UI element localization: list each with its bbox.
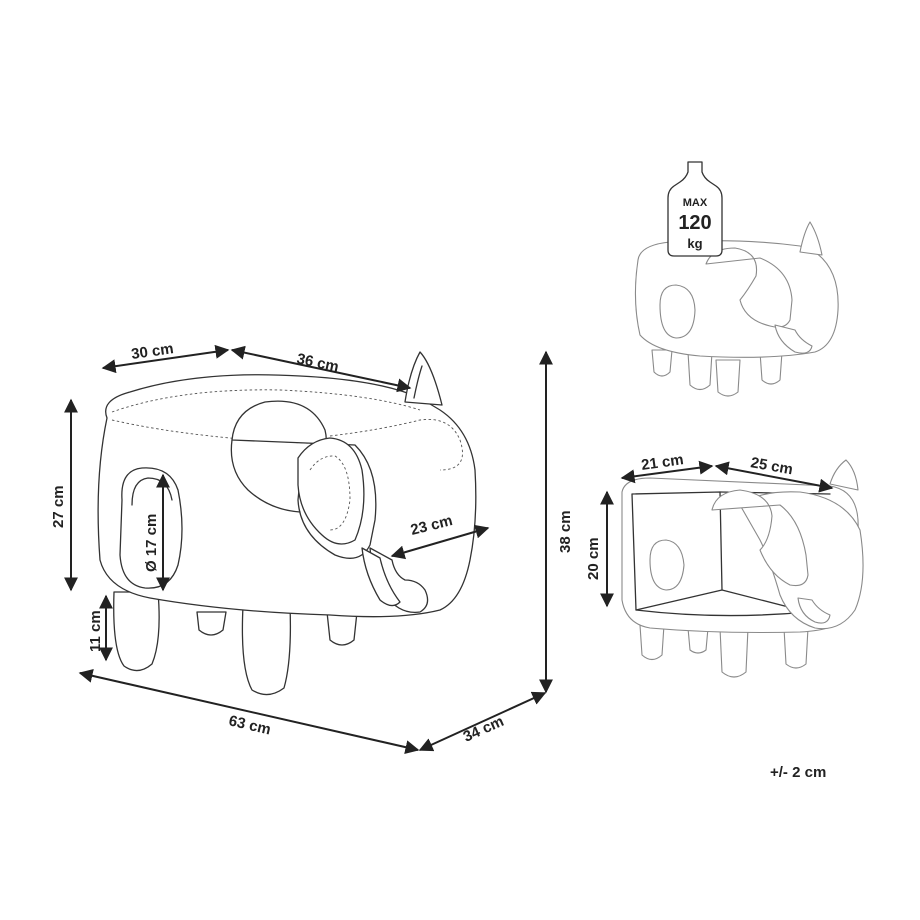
label-leg-height: 11 cm — [87, 610, 104, 652]
label-total-height: 38 cm — [557, 510, 574, 553]
storage-dimension-labels: 21 cm 25 cm 20 cm — [585, 451, 794, 580]
storage-dimension-lines — [600, 460, 834, 608]
weight-badge-line2: 120 — [678, 212, 711, 234]
weight-badge-line1: MAX — [683, 197, 708, 209]
tolerance-note: +/- 2 cm — [770, 764, 827, 781]
label-inner-length: 25 cm — [749, 454, 794, 478]
label-body-height: 27 cm — [50, 485, 67, 528]
label-hole-diameter: Ø 17 cm — [143, 514, 160, 572]
label-inner-depth: 21 cm — [640, 451, 684, 474]
kettlebell-icon — [667, 161, 723, 257]
label-total-depth: 34 cm — [461, 713, 507, 746]
weight-badge: MAX 120 kg — [667, 161, 723, 257]
main-dimension-lines — [64, 344, 553, 755]
storage-elephant-illustration — [621, 459, 864, 678]
weight-badge-line3: kg — [687, 236, 702, 251]
label-inner-height: 20 cm — [585, 537, 602, 580]
label-top-length: 36 cm — [295, 350, 340, 375]
label-top-depth: 30 cm — [130, 340, 174, 363]
weight-elephant-illustration — [634, 221, 839, 397]
